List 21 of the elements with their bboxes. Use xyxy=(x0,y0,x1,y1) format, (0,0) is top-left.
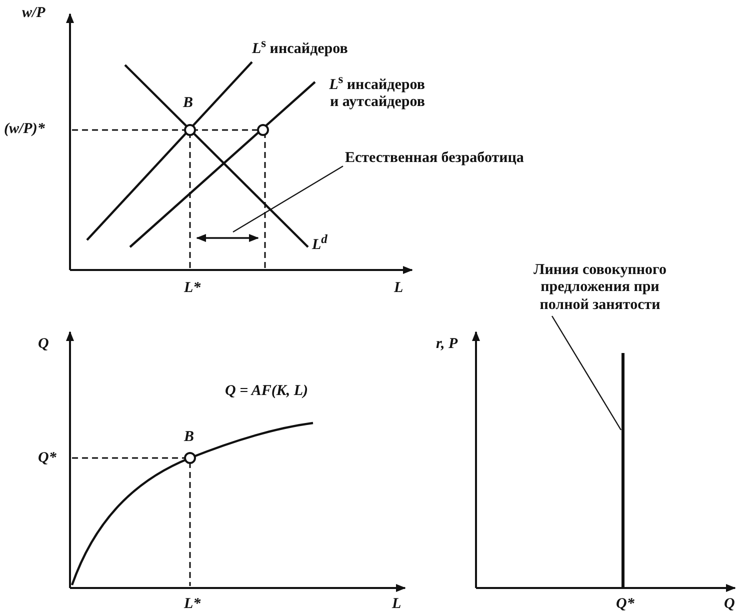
axis-label: Q xyxy=(38,336,49,354)
leader-line xyxy=(551,316,622,430)
axis-label: Q xyxy=(724,596,735,614)
axis-value-label: (w/P)* xyxy=(4,121,45,138)
curve-label: Q = AF(K, L) xyxy=(225,383,308,400)
axis-label: L xyxy=(394,280,404,298)
axis-value-label: L* xyxy=(184,596,201,614)
leader-line xyxy=(232,166,344,233)
annotation-text: Линия совокупного предложения при полной занятости xyxy=(520,262,680,314)
axis-value-label: L* xyxy=(184,280,201,298)
annotation-text: Естественная безработица xyxy=(345,150,524,168)
axis-label: L xyxy=(392,596,402,614)
point-label: B xyxy=(183,95,194,112)
axis-value-label: Q* xyxy=(616,596,634,614)
point-label: B xyxy=(184,429,194,446)
curve-label: L$^{s}$ инсайдеров xyxy=(252,36,348,58)
axis-label: w/P xyxy=(22,5,46,22)
axis-label: r, P xyxy=(436,336,458,354)
axis-value-label: Q* xyxy=(38,450,56,468)
curve-label: L$^{d}$ xyxy=(312,232,328,254)
curve-label: L$^{s}$ инсайдеров и аутсайдеров xyxy=(328,72,425,112)
